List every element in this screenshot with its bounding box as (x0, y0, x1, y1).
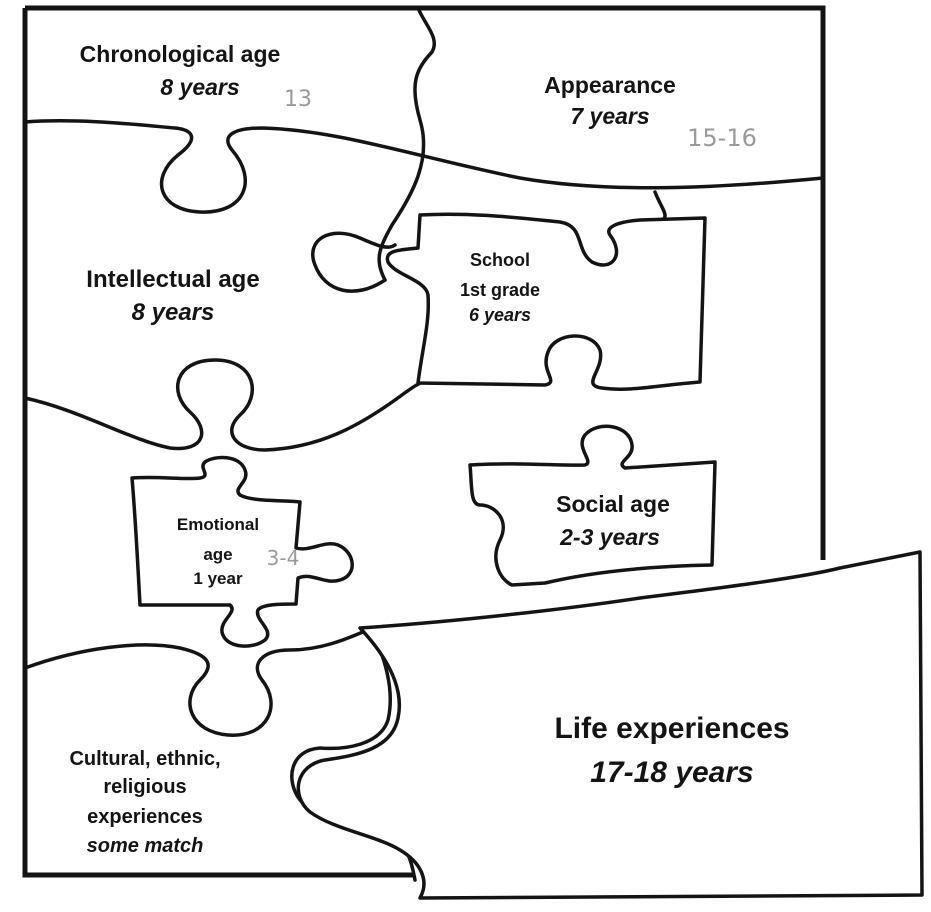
emotional-handwritten-note: 3-4 (267, 546, 300, 570)
cultural-line2: religious (103, 776, 186, 798)
appearance-value: 7 years (570, 103, 649, 129)
emotional-piece-shape (132, 457, 352, 646)
emotional-line2: age (203, 545, 232, 564)
life-value: 17-18 years (590, 756, 753, 789)
cultural-line1: Cultural, ethnic, (69, 748, 220, 770)
cultural-value: some match (87, 835, 204, 857)
social-title: Social age (556, 491, 670, 517)
school-line2: 1st grade (460, 280, 540, 300)
school-value: 6 years (469, 305, 531, 325)
intellectual-value: 8 years (132, 299, 215, 326)
chronological-value: 8 years (160, 74, 239, 100)
social-value: 2-3 years (559, 524, 660, 550)
chronological-title: Chronological age (80, 41, 281, 67)
divider-appearance-knob (655, 192, 665, 222)
emotional-value: 1 year (193, 569, 243, 588)
school-piece-shape (387, 214, 705, 389)
school-line1: School (470, 250, 530, 270)
emotional-line1: Emotional (177, 515, 259, 534)
divider-middle-horizontal (25, 360, 480, 450)
chronological-handwritten-note: 13 (284, 87, 312, 112)
divider-lower-horizontal (25, 628, 372, 735)
intellectual-title: Intellectual age (86, 266, 259, 293)
appearance-title: Appearance (544, 72, 676, 98)
cultural-line3: experiences (87, 806, 203, 828)
appearance-handwritten-note: 15-16 (687, 124, 757, 152)
life-title: Life experiences (554, 712, 789, 745)
